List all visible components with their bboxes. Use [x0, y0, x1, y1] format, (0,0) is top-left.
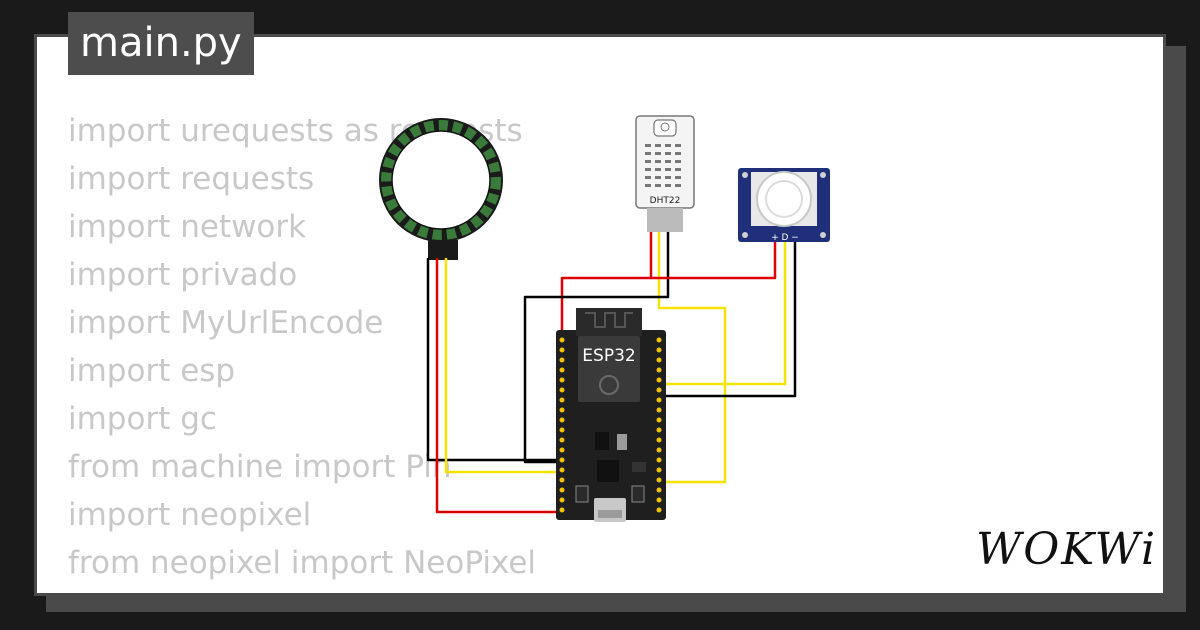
esp32-label: ESP32 — [582, 346, 635, 366]
wire-pir-black — [660, 242, 797, 398]
filename-tab: main.py — [68, 12, 254, 75]
wires — [426, 232, 797, 514]
code-line: from machine import Pin — [68, 449, 452, 485]
wire-dht-yellow — [657, 232, 727, 484]
code-line: import MyUrlEncode — [68, 305, 384, 341]
code-line: import esp — [68, 353, 236, 389]
code-line: import privado — [68, 257, 298, 293]
esp32-pins — [559, 337, 662, 513]
wire-pir-red — [651, 242, 777, 280]
wire-dht-red — [560, 232, 653, 334]
esp32-board: ESP32 — [556, 308, 666, 522]
pir-pin-vcc: + — [771, 233, 779, 243]
neopixel-ring — [379, 118, 503, 260]
pir-pin-gnd: − — [791, 233, 799, 243]
wire-dht-black — [523, 232, 670, 464]
pir-pin-data: D — [782, 233, 789, 243]
dht22-label: DHT22 — [650, 196, 681, 206]
pir-sensor: + D − — [738, 168, 830, 243]
code-line: import gc — [68, 401, 217, 437]
wire-pir-yellow — [660, 242, 787, 386]
wire-ring-red — [435, 258, 560, 514]
dht22-sensor: DHT22 — [635, 115, 695, 232]
wire-ring-yellow — [444, 258, 560, 474]
wokwi-logo: WOKWi — [976, 524, 1158, 575]
code-line: import neopixel — [68, 497, 312, 533]
wire-ring-black — [426, 258, 560, 462]
code-line: from neopixel import NeoPixel — [68, 545, 537, 581]
code-line: import requests — [68, 161, 315, 197]
code-line: import network — [68, 209, 307, 245]
